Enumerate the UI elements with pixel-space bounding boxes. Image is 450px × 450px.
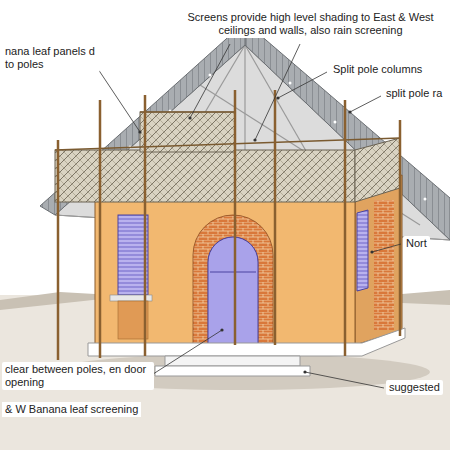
door-transom xyxy=(210,272,256,273)
brick-column xyxy=(374,200,394,330)
door xyxy=(208,237,258,345)
louvre-window xyxy=(118,215,148,295)
step xyxy=(165,356,300,366)
callout-label: Nort xyxy=(403,236,430,251)
callout-label: split pole ra xyxy=(383,86,445,101)
split-pole-columns xyxy=(58,90,400,360)
front-wall xyxy=(95,190,355,345)
split-pole-rail xyxy=(140,111,235,113)
louvre-window xyxy=(357,210,368,291)
caption: & W Banana leaf screening xyxy=(2,402,141,417)
brick-arch xyxy=(193,215,273,345)
step xyxy=(155,366,310,376)
leader-lines xyxy=(96,44,401,388)
leader-dots xyxy=(138,96,373,373)
side-wall xyxy=(355,175,402,345)
callout-label: nana leaf panels d to poles xyxy=(2,44,100,72)
banana-leaf-screen xyxy=(355,138,400,202)
plinth xyxy=(88,328,405,356)
callout-label: Split pole columns xyxy=(330,62,425,77)
callout-label: Screens provide high level shading to Ea… xyxy=(180,10,441,38)
wall-recess xyxy=(118,301,148,339)
callout-label: clear between poles, en door opening xyxy=(2,362,154,390)
split-pole-rail xyxy=(55,138,400,150)
callout-label: suggested xyxy=(386,380,443,395)
